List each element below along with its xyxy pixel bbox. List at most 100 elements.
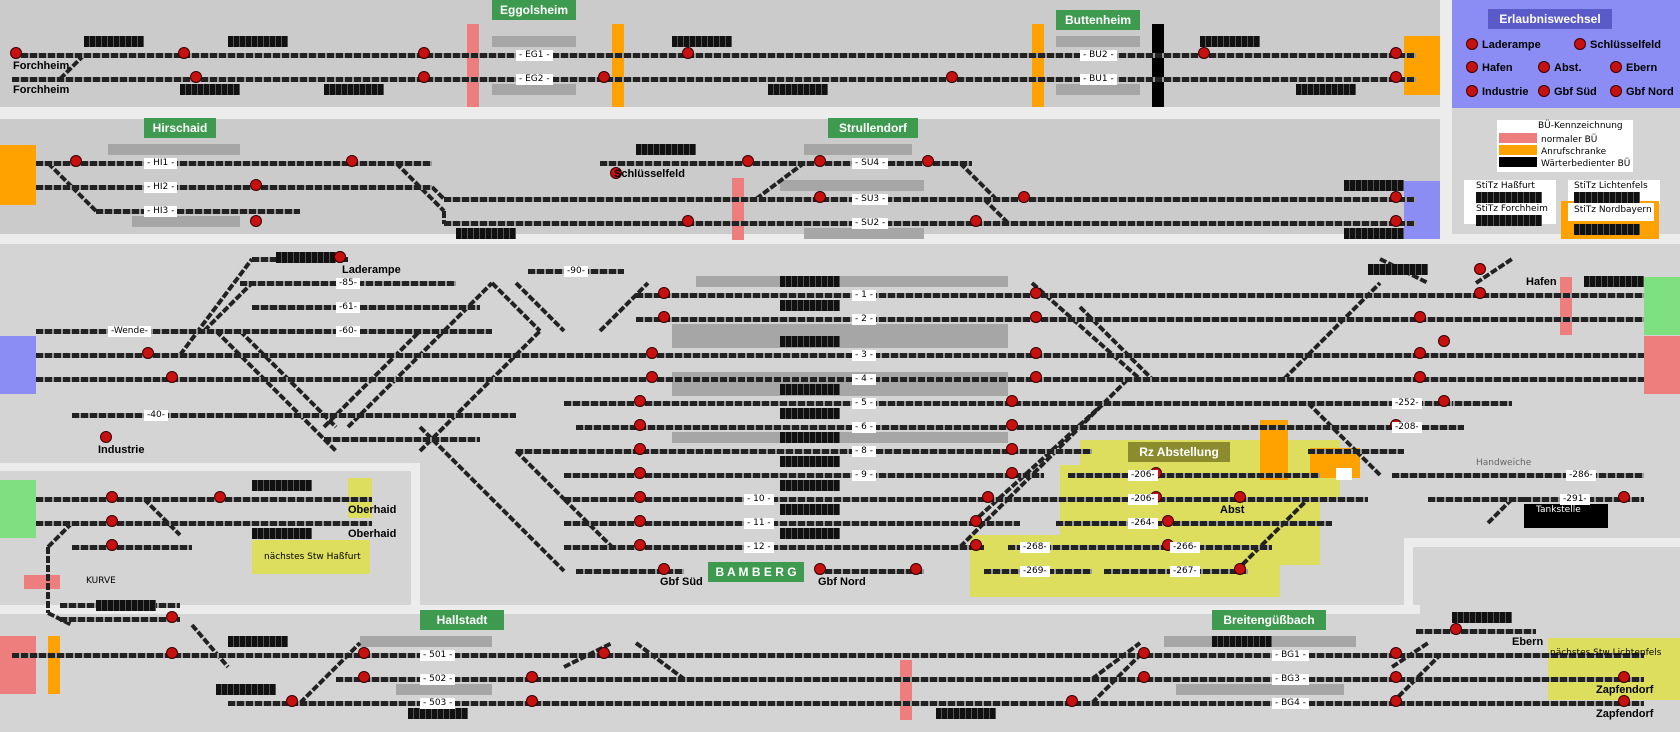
signal[interactable]: [1018, 191, 1030, 203]
signal[interactable]: [346, 155, 358, 167]
signal[interactable]: [358, 647, 370, 659]
signal-block[interactable]: [780, 432, 840, 443]
signal[interactable]: [1198, 47, 1210, 59]
signal[interactable]: [526, 671, 538, 683]
signal[interactable]: [658, 311, 670, 323]
signal[interactable]: [1390, 671, 1402, 683]
permission-schluesselfeld[interactable]: Schlüsselfeld: [1574, 38, 1661, 51]
signal[interactable]: [658, 287, 670, 299]
signal[interactable]: [634, 395, 646, 407]
signal-block[interactable]: [96, 600, 156, 611]
signal[interactable]: [1390, 215, 1402, 227]
signal[interactable]: [910, 563, 922, 575]
signal[interactable]: [1618, 491, 1630, 503]
signal[interactable]: [658, 563, 670, 575]
signal[interactable]: [646, 371, 658, 383]
signal-block[interactable]: [780, 504, 840, 515]
signal[interactable]: [982, 491, 994, 503]
signal[interactable]: [166, 647, 178, 659]
signal[interactable]: [1006, 467, 1018, 479]
signal[interactable]: [358, 671, 370, 683]
signal[interactable]: [1234, 491, 1246, 503]
permission-gbf-nord[interactable]: Gbf Nord: [1610, 85, 1674, 98]
signal-block[interactable]: [324, 84, 384, 95]
bue-call-eggolsheim[interactable]: [612, 24, 624, 107]
signal[interactable]: [1138, 647, 1150, 659]
signal[interactable]: [250, 215, 262, 227]
signal[interactable]: [106, 515, 118, 527]
bue-call-hallstadt[interactable]: [48, 636, 60, 694]
signal[interactable]: [526, 695, 538, 707]
signal-block[interactable]: [1452, 612, 1512, 623]
signal[interactable]: [946, 71, 958, 83]
signal[interactable]: [1390, 191, 1402, 203]
signal[interactable]: [634, 491, 646, 503]
signal[interactable]: [286, 695, 298, 707]
signal-block[interactable]: [1344, 228, 1404, 239]
signal-block[interactable]: [276, 252, 336, 263]
signal[interactable]: [598, 647, 610, 659]
signal[interactable]: [1390, 71, 1402, 83]
signal-block[interactable]: [780, 384, 840, 395]
bue-call-buttenheim[interactable]: [1032, 24, 1044, 107]
signal[interactable]: [1414, 347, 1426, 359]
signal[interactable]: [1030, 371, 1042, 383]
signal[interactable]: [178, 47, 190, 59]
signal-block[interactable]: [408, 708, 468, 719]
signal[interactable]: [634, 443, 646, 455]
signal[interactable]: [166, 371, 178, 383]
signal-block[interactable]: [252, 480, 312, 491]
signal-block[interactable]: [180, 84, 240, 95]
signal-block[interactable]: [672, 36, 732, 47]
bue-attended-buttenheim[interactable]: [1152, 24, 1164, 107]
signal-block[interactable]: [1212, 636, 1272, 647]
permission-gbf-sued[interactable]: Gbf Süd: [1538, 85, 1597, 98]
signal-block[interactable]: [636, 144, 696, 155]
bue-normal-eggolsheim[interactable]: [467, 24, 479, 107]
signal[interactable]: [250, 179, 262, 191]
signal-block[interactable]: [780, 300, 840, 311]
signal[interactable]: [106, 491, 118, 503]
signal[interactable]: [1030, 287, 1042, 299]
signal[interactable]: [970, 515, 982, 527]
permission-industrie[interactable]: Industrie: [1466, 85, 1528, 98]
signal-block[interactable]: [780, 528, 840, 539]
signal[interactable]: [1006, 419, 1018, 431]
signal[interactable]: [1474, 287, 1486, 299]
signal[interactable]: [1030, 347, 1042, 359]
signal[interactable]: [814, 155, 826, 167]
signal[interactable]: [682, 47, 694, 59]
signal[interactable]: [166, 611, 178, 623]
signal[interactable]: [1066, 695, 1078, 707]
signal-block[interactable]: [84, 36, 144, 47]
signal[interactable]: [418, 47, 430, 59]
signal-block[interactable]: [1344, 180, 1404, 191]
signal-block[interactable]: [780, 336, 840, 347]
signal[interactable]: [214, 491, 226, 503]
permission-ebern[interactable]: Ebern: [1610, 61, 1657, 74]
signal-block[interactable]: [252, 528, 312, 539]
signal-block[interactable]: [456, 228, 516, 239]
signal-block[interactable]: [1584, 276, 1644, 287]
signal[interactable]: [70, 155, 82, 167]
signal[interactable]: [100, 431, 112, 443]
signal[interactable]: [1390, 47, 1402, 59]
permission-laderampe[interactable]: Laderampe: [1466, 38, 1541, 51]
signal[interactable]: [1414, 311, 1426, 323]
signal[interactable]: [1438, 335, 1450, 347]
signal-block[interactable]: [216, 684, 276, 695]
stitz-nordbayern-indicator[interactable]: [1574, 224, 1640, 235]
signal-block[interactable]: [780, 408, 840, 419]
signal[interactable]: [646, 347, 658, 359]
stitz-forchheim-indicator[interactable]: [1476, 215, 1542, 226]
signal[interactable]: [634, 539, 646, 551]
signal[interactable]: [1414, 371, 1426, 383]
signal-block[interactable]: [780, 276, 840, 287]
signal-block[interactable]: [780, 480, 840, 491]
signal[interactable]: [1138, 671, 1150, 683]
signal[interactable]: [1030, 311, 1042, 323]
signal[interactable]: [1390, 695, 1402, 707]
stitz-hassfurt-indicator[interactable]: [1476, 192, 1542, 203]
signal-block[interactable]: [1200, 36, 1260, 47]
signal[interactable]: [1618, 671, 1630, 683]
